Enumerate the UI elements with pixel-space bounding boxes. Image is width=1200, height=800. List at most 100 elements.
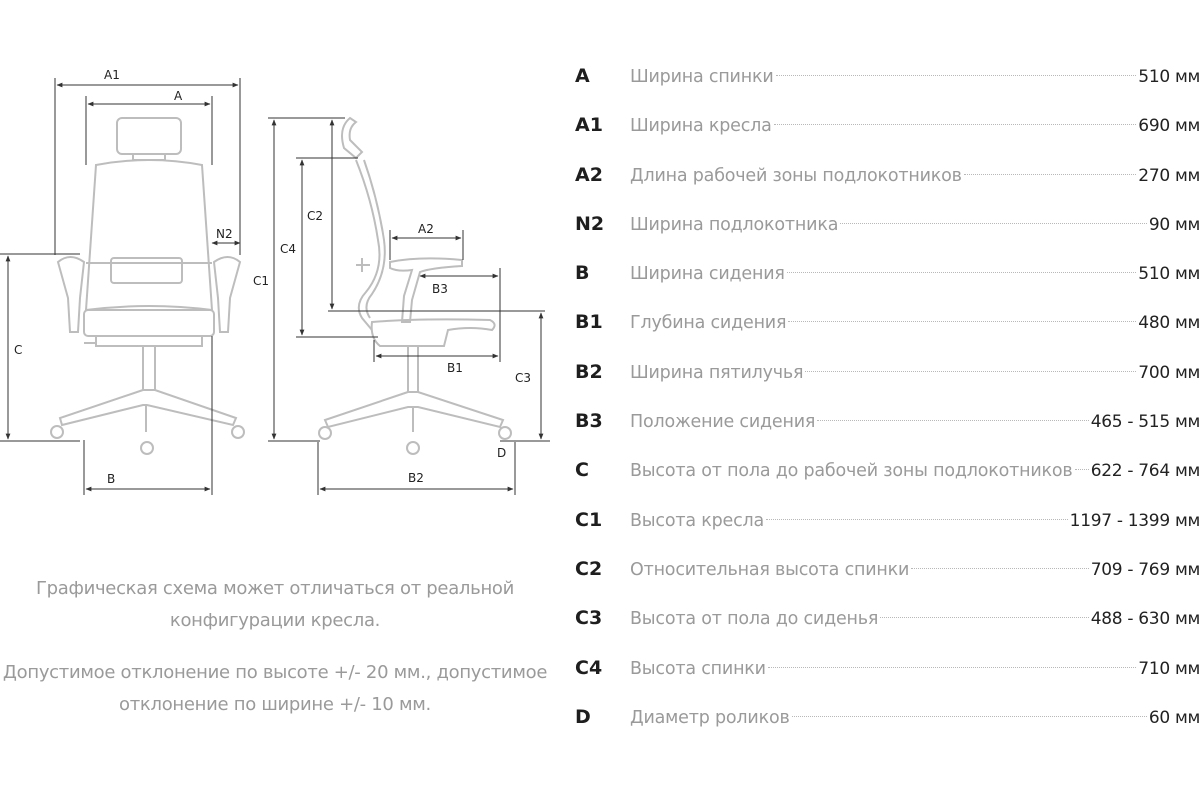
spec-value: 488 - 630 мм (1090, 609, 1200, 630)
front-headrest (116, 117, 182, 155)
disclaimer-note: Графическая схема может отличаться от ре… (35, 578, 515, 631)
spec-name: Положение сидения (630, 412, 816, 433)
dotted-leader (840, 222, 1147, 224)
side-seat (370, 318, 496, 347)
dotted-leader (791, 715, 1147, 717)
spec-code: C2 (575, 557, 603, 580)
spec-name: Высота спинки (630, 658, 766, 679)
spec-code: C1 (575, 508, 603, 531)
label-b2: B2 (408, 471, 424, 485)
spec-code: A1 (575, 114, 603, 137)
spec-code: B1 (575, 311, 603, 334)
side-view-labels: C1 C4 C2 A2 B3 B1 C3 D B2 (253, 209, 531, 485)
spec-value: 690 мм (1138, 116, 1200, 137)
dotted-leader (788, 321, 1137, 323)
front-view-chair (50, 117, 245, 455)
spec-table: A Ширина спинки 510 мм A1 Ширина кресла 690 … (575, 52, 1200, 742)
spec-name: Относительная высота спинки (630, 559, 910, 580)
spec-value: 465 - 515 мм (1090, 412, 1200, 433)
side-backrest (355, 159, 381, 331)
spec-name: Ширина сидения (630, 264, 785, 285)
dotted-leader (1074, 469, 1089, 471)
spec-value: 710 мм (1138, 658, 1200, 679)
spec-code: B (575, 262, 590, 285)
label-b: B (107, 472, 115, 486)
dotted-leader (880, 617, 1089, 619)
spec-code: C (575, 459, 589, 482)
side-headrest (341, 116, 364, 160)
label-a2: A2 (418, 222, 434, 236)
spec-row-c1: C1 Высота кресла 1197 - 1399 мм (575, 496, 1200, 545)
front-gas-lift (142, 346, 156, 390)
side-armrest (389, 257, 463, 323)
spec-row-a: A Ширина спинки 510 мм (575, 52, 1200, 101)
spec-row-c2: C2 Относительная высота спинки 709 - 769 м… (575, 545, 1200, 594)
side-view-chair (318, 116, 512, 455)
front-backrest (84, 159, 214, 312)
spec-value: 270 мм (1138, 165, 1200, 186)
spec-row-c4: C4 Высота спинки 710 мм (575, 644, 1200, 693)
spec-value: 1197 - 1399 мм (1069, 510, 1200, 531)
dotted-leader (963, 173, 1137, 175)
front-view-labels: A1 A N2 C B (14, 68, 233, 486)
side-lumbar-knob (356, 258, 370, 272)
dotted-leader (775, 75, 1137, 76)
label-a1: A1 (104, 68, 120, 82)
front-view-dimensions (0, 78, 241, 495)
side-five-star-base (323, 391, 505, 429)
front-five-star-base (58, 389, 238, 427)
spec-row-c3: C3 Высота от пола до сиденья 488 - 630 мм (575, 594, 1200, 643)
spec-name: Ширина спинки (630, 67, 774, 87)
spec-value: 90 мм (1148, 214, 1200, 235)
spec-code: C4 (575, 656, 603, 679)
spec-value: 700 мм (1138, 362, 1200, 383)
spec-code: C3 (575, 607, 603, 630)
front-lumbar-support (110, 257, 183, 284)
spec-value: 510 мм (1138, 264, 1200, 285)
side-view-dimensions (268, 117, 550, 495)
spec-code: D (575, 705, 591, 728)
spec-value: 60 мм (1148, 707, 1200, 728)
spec-value: 480 мм (1138, 313, 1200, 334)
label-d: D (497, 446, 506, 460)
side-gas-lift (407, 346, 419, 392)
front-seat (83, 309, 215, 337)
dotted-leader (805, 370, 1137, 372)
spec-row-b3: B3 Положение сидения 465 - 515 мм (575, 397, 1200, 446)
label-b3: B3 (432, 282, 448, 296)
spec-row-n2: N2 Ширина подлокотника 90 мм (575, 200, 1200, 249)
dotted-leader (773, 124, 1137, 126)
dotted-leader (911, 567, 1089, 569)
spec-value: 622 - 764 мм (1090, 461, 1200, 482)
spec-name: Ширина подлокотника (630, 214, 839, 235)
spec-code: B3 (575, 410, 603, 433)
tolerance-note: Допустимое отклонение по высоте +/- 20 м… (2, 662, 548, 715)
label-c3: C3 (515, 371, 531, 385)
spec-name: Высота кресла (630, 510, 765, 531)
chair-dimension-diagram: A1 A N2 C B (0, 68, 550, 495)
spec-code: A2 (575, 163, 603, 186)
spec-code: A (575, 65, 590, 87)
spec-row-a1: A1 Ширина кресла 690 мм (575, 101, 1200, 150)
spec-row-c: C Высота от пола до рабочей зоны подлокот… (575, 446, 1200, 495)
spec-name: Ширина пятилучья (630, 362, 804, 383)
spec-row-b: B Ширина сидения 510 мм (575, 249, 1200, 298)
spec-name: Высота от пола до рабочей зоны подлокотн… (630, 461, 1073, 482)
spec-value: 709 - 769 мм (1090, 559, 1200, 580)
front-left-armrest (56, 256, 86, 333)
spec-name: Высота от пола до сиденья (630, 609, 879, 630)
label-a: A (174, 89, 183, 103)
spec-name: Ширина кресла (630, 116, 772, 137)
spec-value: 510 мм (1138, 67, 1200, 87)
label-c2: C2 (307, 209, 323, 223)
dotted-leader (767, 666, 1137, 668)
spec-code: N2 (575, 212, 605, 235)
front-right-armrest (212, 256, 242, 333)
label-n2: N2 (216, 227, 233, 241)
dotted-leader (786, 272, 1137, 274)
dotted-leader (766, 518, 1068, 520)
label-c4: C4 (280, 242, 296, 256)
